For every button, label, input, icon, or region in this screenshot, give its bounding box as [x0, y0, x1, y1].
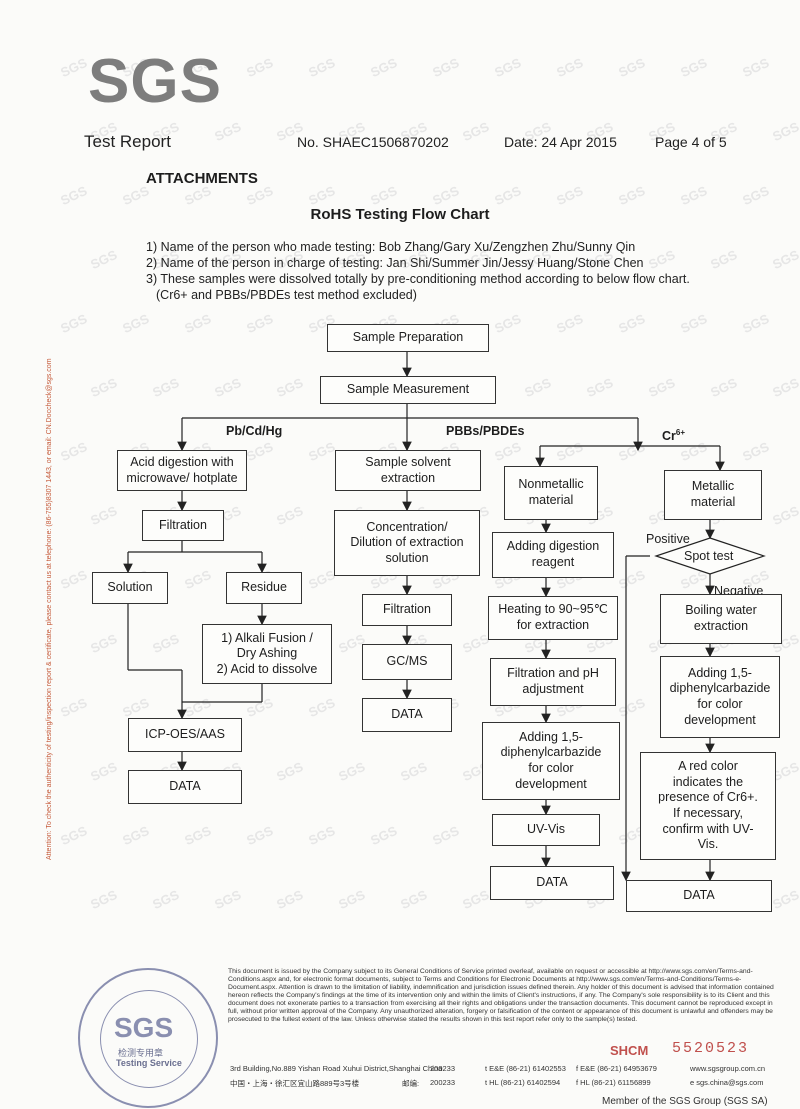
serial-number: 5520523: [672, 1040, 750, 1057]
report-number: No. SHAEC1506870202: [297, 134, 449, 150]
pbb-filtration-box: Filtration: [362, 594, 452, 626]
seal-logo: SGS: [114, 1012, 174, 1043]
branch-label-pb: Pb/Cd/Hg: [226, 424, 283, 438]
sample-preparation-box: Sample Preparation: [327, 324, 489, 352]
address-cn: 中国・上海・徐汇区宜山路889号3号楼: [230, 1079, 360, 1088]
positive-label: Positive: [646, 532, 690, 546]
website: www.sgsgroup.com.cn: [690, 1064, 766, 1073]
note-1: 1) Name of the person who made testing: …: [146, 240, 636, 254]
icp-box: ICP-OES/AAS: [128, 718, 242, 752]
heating-box: Heating to 90~95℃ for extraction: [488, 596, 618, 640]
digestion-reagent-box: Adding digestion reagent: [492, 532, 614, 578]
authenticity-sidebar: Attention: To check the authenticity of …: [46, 358, 53, 860]
red-color-box: A red color indicates the presence of Cr…: [640, 752, 776, 860]
fax-ee: f E&E (86-21) 64953679: [576, 1064, 657, 1073]
tel-ee: t E&E (86-21) 61402553: [485, 1064, 566, 1073]
report-title: Test Report: [84, 132, 171, 151]
email: e sgs.china@sgs.com: [690, 1078, 764, 1087]
note-2: 2) Name of the person in charge of testi…: [146, 256, 644, 270]
spot-test-label: Spot test: [684, 549, 734, 563]
gcms-box: GC/MS: [362, 644, 452, 680]
nonmetal-data-box: DATA: [490, 866, 614, 900]
branch-label-pbb: PBBs/PBDEs: [446, 424, 525, 438]
tel-hl: t HL (86-21) 61402594: [485, 1078, 561, 1087]
page-number: Page 4 of 5: [655, 134, 727, 150]
branch-label-cr: Cr6+: [662, 428, 686, 444]
zip-label: 邮编:: [402, 1079, 420, 1088]
metal-data-box: DATA: [626, 880, 772, 912]
address-en: 3rd Building,No.889 Yishan Road Xuhui Di…: [230, 1064, 443, 1073]
pbb-data-box: DATA: [362, 698, 452, 732]
pb-filtration-box: Filtration: [142, 510, 224, 541]
zip-cn: 200233: [430, 1078, 456, 1087]
section-heading: ATTACHMENTS: [146, 170, 258, 187]
ph-adjustment-box: Filtration and pH adjustment: [490, 658, 616, 706]
nonmetallic-material-box: Nonmetallic material: [504, 466, 598, 520]
pb-data-box: DATA: [128, 770, 242, 804]
acid-digestion-box: Acid digestion with microwave/ hotplate: [117, 450, 247, 491]
seal-cn-text: 检测专用章: [118, 1048, 164, 1058]
uvvis-box: UV-Vis: [492, 814, 600, 846]
nonmetal-diphenylcarbazide-box: Adding 1,5- diphenylcarbazide for color …: [482, 722, 620, 800]
note-3: 3) These samples were dissolved totally …: [146, 272, 690, 286]
fax-hl: f HL (86-21) 61156899: [576, 1078, 651, 1087]
report-date: Date: 24 Apr 2015: [504, 134, 617, 150]
metallic-material-box: Metallic material: [664, 470, 762, 520]
stamp-code: SHCM: [610, 1043, 649, 1058]
solvent-extraction-box: Sample solvent extraction: [335, 450, 481, 491]
concentration-box: Concentration/ Dilution of extraction so…: [334, 510, 480, 576]
metal-diphenylcarbazide-box: Adding 1,5- diphenylcarbazide for color …: [660, 656, 780, 738]
testing-service-seal: SGS 检测专用章 Testing Service: [78, 968, 218, 1108]
residue-box: Residue: [226, 572, 302, 604]
seal-en-text: Testing Service: [116, 1058, 182, 1068]
zip-en: 200233: [430, 1064, 456, 1073]
alkali-fusion-box: 1) Alkali Fusion / Dry Ashing 2) Acid to…: [202, 624, 332, 684]
sgs-logo: SGS: [88, 47, 222, 116]
solution-box: Solution: [92, 572, 168, 604]
member-text: Member of the SGS Group (SGS SA): [602, 1096, 768, 1107]
sample-measurement-box: Sample Measurement: [320, 376, 496, 404]
flow-chart-title: RoHS Testing Flow Chart: [310, 206, 490, 223]
disclaimer-text: This document is issued by the Company s…: [228, 968, 774, 1024]
boiling-water-box: Boiling water extraction: [660, 594, 782, 644]
note-4: (Cr6+ and PBBs/PBDEs test method exclude…: [156, 288, 417, 302]
